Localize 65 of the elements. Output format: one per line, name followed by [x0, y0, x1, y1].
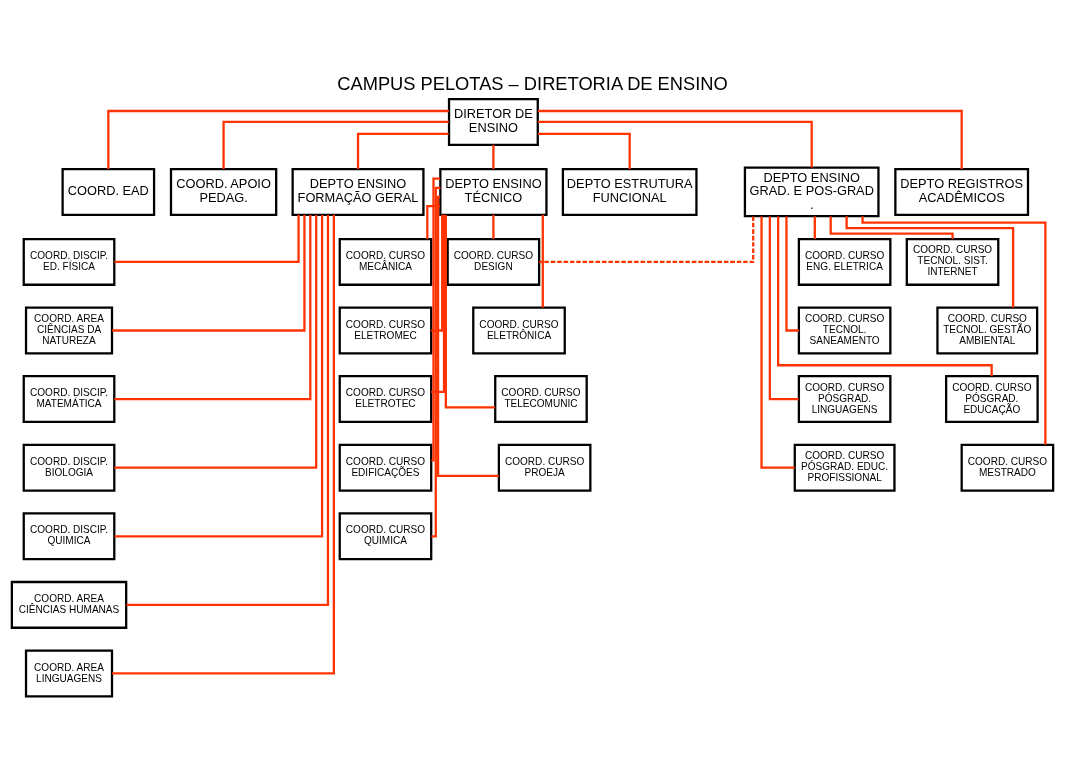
node-box: COORD. AREA LINGUAGENS	[24, 648, 114, 697]
connector	[114, 214, 318, 469]
node-box: COORD. CURSO TECNOL. SIST. INTERNET	[905, 237, 1000, 286]
connector	[492, 214, 495, 239]
node-box: COORD. DISCIP. BIOLOGIA	[22, 443, 116, 492]
node-box: COORD. CURSO PROEJA	[497, 443, 592, 492]
connector	[785, 215, 799, 332]
connector	[768, 216, 799, 400]
connector	[222, 120, 449, 169]
node-box: COORD. DISCIP. MATEMÁTICA	[22, 374, 116, 423]
node-box: DEPTO ENSINO FORMAÇÃO GERAL	[291, 167, 425, 216]
node-box: COORD. AREA CIÊNCIAS HUMANAS	[10, 580, 128, 629]
node-box: COORD. CURSO PÓSGRAD. EDUCAÇÃO	[945, 374, 1039, 423]
connector	[126, 214, 330, 606]
connector	[426, 204, 441, 239]
node-box: COORD. CURSO TELECOMUNIC	[494, 374, 588, 423]
node-box: COORD. DISCIP. QUIMICA	[22, 511, 116, 560]
connector	[436, 195, 499, 477]
node-box: COORD. DISCIP. ED. FÍSICA	[22, 237, 116, 286]
node-box: COORD. CURSO MESTRADO	[960, 443, 1055, 492]
node-box: COORD. CURSO ELETROMEC	[338, 306, 433, 354]
node-box: COORD. CURSO ENG. ELETRICA	[797, 237, 892, 286]
node-box: COORD. CURSO TECNOL. SANEAMENTO	[797, 306, 892, 354]
connector	[431, 186, 441, 537]
connector	[114, 214, 300, 263]
node-box: DEPTO ENSINO GRAD. E POS-GRAD .	[743, 166, 880, 217]
node-box: COORD. CURSO MECÂNICA	[338, 237, 433, 286]
node-box: DEPTO ENSINO TÉCNICO	[439, 167, 548, 216]
node-box: DEPTO ESTRUTURA FUNCIONAL	[561, 167, 698, 216]
node-box: COORD. CURSO TECNOL. GESTÃO AMBIENTAL	[936, 306, 1039, 354]
connector	[492, 144, 495, 169]
connector	[845, 215, 1015, 307]
node-box: COORD. CURSO ELETRÔNICA	[472, 306, 566, 354]
node-box: COORD. CURSO EDIFICAÇÕES	[338, 443, 433, 492]
connector	[539, 215, 755, 263]
node-box: COORD. APOIO PEDAG.	[169, 167, 278, 216]
node-box: COORD. CURSO ELETROTEC	[338, 374, 433, 423]
node-box: DIRETOR DE ENSINO	[447, 97, 539, 146]
node-box: COORD. EAD	[61, 167, 156, 216]
connector	[444, 214, 496, 408]
node-box: DEPTO REGISTROS ACADÊMICOS	[894, 167, 1030, 216]
connector	[538, 120, 813, 167]
node-box: COORD. CURSO PÓSGRAD. EDUC. PROFISSIONAL	[793, 443, 896, 492]
connector	[112, 214, 306, 332]
connector	[760, 215, 795, 469]
connector	[777, 215, 993, 376]
node-box: COORD. CURSO QUIMICA	[338, 511, 433, 560]
connector	[829, 215, 954, 239]
node-box: COORD. CURSO PÓSGRAD. LINGUAGENS	[797, 374, 892, 423]
connector	[114, 214, 324, 537]
connector	[431, 214, 446, 393]
connector	[431, 214, 444, 332]
connector	[114, 214, 312, 400]
connector	[861, 215, 1047, 445]
connector	[107, 109, 449, 169]
diagram-title: CAMPUS PELOTAS – DIRETORIA DE ENSINO	[337, 72, 728, 94]
connector	[813, 215, 816, 239]
connector	[541, 214, 544, 308]
connector	[537, 109, 963, 169]
connector	[538, 132, 631, 169]
node-box: COORD. CURSO DESIGN	[446, 237, 541, 286]
connector	[356, 132, 449, 169]
connector	[430, 177, 441, 461]
node-box: COORD. AREA CIÊNCIAS DA NATUREZA	[24, 306, 114, 354]
connector	[112, 214, 335, 675]
